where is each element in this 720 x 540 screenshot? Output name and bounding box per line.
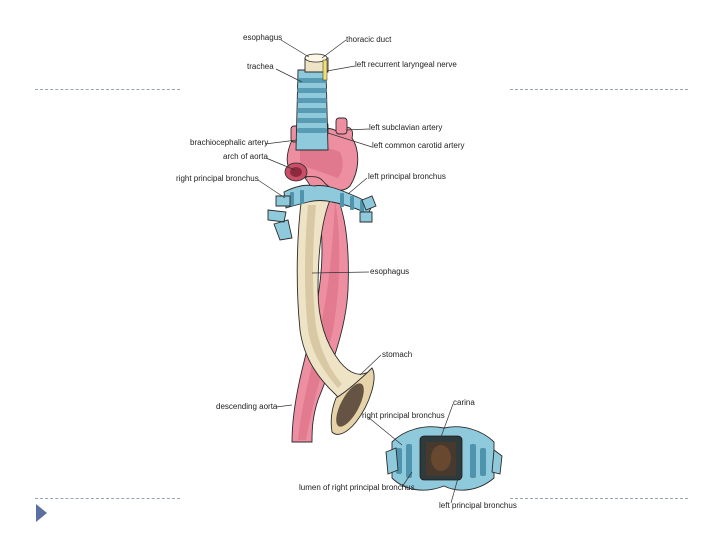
leader-lines — [257, 39, 459, 504]
label-descending-aorta: descending aorta — [216, 402, 278, 411]
divider-bottom-right — [510, 498, 688, 499]
left-bronchus-branches — [359, 195, 377, 223]
thoracic-duct-shape — [322, 59, 328, 81]
label-esophagus-top: esophagus — [243, 33, 282, 42]
label-left-common-carotid-artery: left common carotid artery — [372, 141, 464, 150]
aortic-arch-shade — [300, 147, 343, 178]
label-lumen-of-right-principal-bronchus: lumen of right principal bronchus — [299, 483, 415, 492]
inset-carina-figure — [385, 426, 503, 491]
label-esophagus-mid: esophagus — [370, 267, 409, 276]
esophagus-top-opening — [304, 53, 328, 63]
triangle-right-icon — [36, 504, 47, 522]
label-left-recurrent-laryngeal-nerve: left recurrent laryngeal nerve — [355, 60, 457, 69]
label-right-principal-bronchus: right principal bronchus — [176, 174, 259, 183]
label-left-subclavian-artery: left subclavian artery — [369, 123, 442, 132]
divider-top-left — [35, 89, 180, 90]
label-trachea: trachea — [247, 62, 274, 71]
divider-bottom-left — [35, 498, 180, 499]
esophagus-shade — [305, 205, 342, 388]
label-brachiocephalic-artery: brachiocephalic artery — [190, 138, 268, 147]
right-bronchus-branches — [267, 195, 293, 241]
label-thoracic-duct: thoracic duct — [346, 35, 392, 44]
bronchi-rings — [290, 190, 364, 212]
trachea-rings — [297, 78, 327, 133]
left-subclavian-stub — [335, 117, 348, 135]
label-carina: carina — [453, 398, 475, 407]
label-left-principal-bronchus: left principal bronchus — [368, 172, 446, 181]
label-arch-of-aorta: arch of aorta — [223, 152, 268, 161]
stomach-opening — [336, 383, 364, 427]
descending-aorta-shade — [298, 200, 340, 440]
label-stomach: stomach — [382, 350, 412, 359]
label-left-principal-bronchus-inset: left principal bronchus — [439, 501, 517, 510]
divider-top-right — [510, 89, 688, 90]
label-right-principal-bronchus-inset: right principal bronchus — [362, 411, 445, 420]
